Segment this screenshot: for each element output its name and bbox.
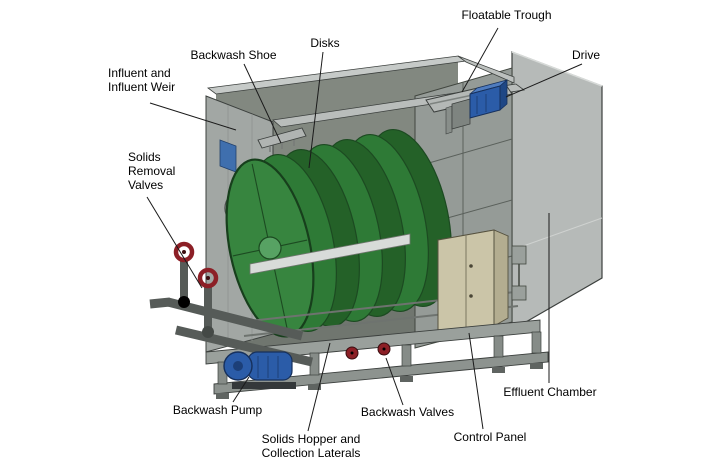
leader-backwash-valves [385, 357, 404, 406]
front-disk [225, 158, 315, 338]
disk-hub [258, 236, 282, 260]
label-text: Influent Weir [108, 80, 176, 95]
label-disks: Disks [303, 36, 347, 50]
leader-lines [146, 27, 583, 432]
label-control-panel: Control Panel [450, 430, 530, 444]
leader-disks [308, 51, 324, 169]
backwash-valves [345, 342, 391, 360]
label-text: Solids [128, 150, 161, 164]
backwash-pump [223, 351, 296, 389]
label-text: Collection Laterals [261, 446, 361, 461]
label-text: Disks [310, 36, 340, 50]
leader-influent [149, 102, 237, 131]
label-text: Backwash Shoe [190, 48, 277, 62]
label-text: Drive [571, 48, 600, 62]
backwash-piping [149, 241, 314, 367]
pump-motor [247, 351, 293, 381]
junction-boxes [511, 245, 527, 301]
label-drive: Drive [566, 48, 606, 62]
leader-control-panel [468, 332, 484, 430]
label-text: Backwash Valves [360, 405, 455, 419]
label-text: Floatable Trough [461, 8, 552, 22]
nameplate [219, 139, 237, 173]
center-beam [249, 233, 411, 275]
control-panel [436, 229, 510, 339]
disk-stack [225, 128, 452, 338]
label-solids-hopper: Solids Hopper and Collection Laterals [250, 432, 372, 460]
label-text: Influent and [108, 66, 171, 80]
backwash-shoe [257, 127, 307, 152]
leader-drive [505, 63, 583, 98]
leader-solids-hopper [307, 342, 331, 432]
solids-removal-valve [173, 241, 195, 263]
label-text: Backwash Pump [172, 403, 263, 417]
label-influent: Influent and Influent Weir [108, 66, 198, 94]
label-backwash-pump: Backwash Pump [170, 403, 265, 417]
label-effluent-chamber: Effluent Chamber [500, 385, 600, 399]
leader-backwash-pump [232, 376, 250, 403]
label-text: Effluent Chamber [503, 385, 597, 399]
label-text: Solids Hopper and [261, 432, 361, 446]
leader-backwash-shoe [243, 63, 282, 144]
leader-solids-removal-valves [146, 196, 203, 289]
label-text: Valves [128, 178, 164, 193]
label-text: Removal [128, 164, 176, 179]
label-solids-removal-valves: Solids Removal Valves [128, 150, 198, 192]
label-backwash-valves: Backwash Valves [360, 405, 455, 419]
leader-floatable-trough [461, 27, 499, 93]
label-floatable-trough: Floatable Trough [449, 8, 564, 22]
solids-removal-valve [197, 267, 219, 289]
drive-unit [451, 79, 508, 130]
label-backwash-shoe: Backwash Shoe [186, 48, 281, 62]
label-text: Control Panel [453, 430, 527, 444]
